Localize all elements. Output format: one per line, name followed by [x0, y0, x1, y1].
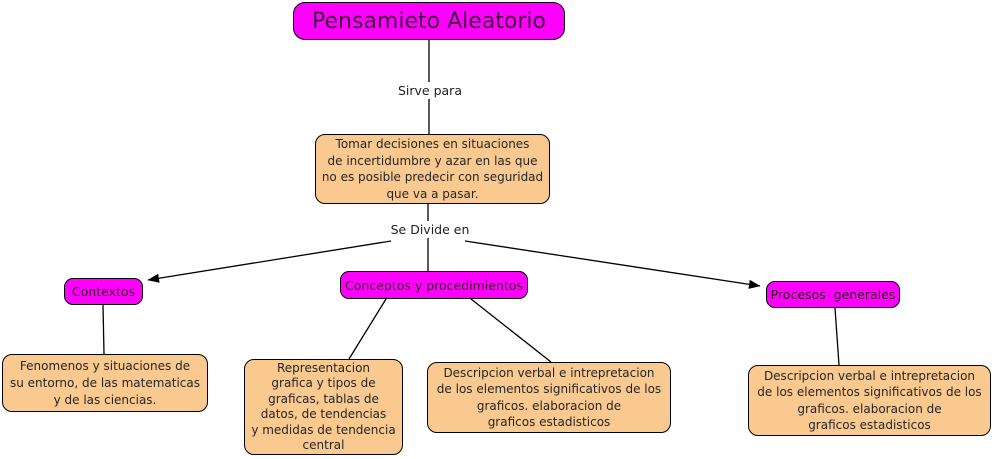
concept-node-representacion-grafica[interactable]: Representacion grafica y tipos de grafic…	[244, 359, 403, 455]
edge-procesos-to-descripcion	[834, 307, 840, 366]
linking-phrase-se-divide-en[interactable]: Se Divide en	[381, 221, 479, 238]
edge-contextos-to-fenomenos	[102, 304, 105, 355]
concept-node-title[interactable]: Pensamieto Aleatorio	[293, 2, 565, 40]
linking-phrase-sirve-para[interactable]: Sirve para	[392, 82, 468, 99]
concept-node-descripcion-conceptos[interactable]: Descripcion verbal e intrepretacion de l…	[427, 362, 671, 433]
concept-node-descripcion-procesos[interactable]: Descripcion verbal e intrepretacion de l…	[748, 365, 991, 436]
edge-conceptos-to-descripcion	[470, 298, 552, 363]
concept-node-contextos[interactable]: Contextos	[64, 278, 143, 305]
concept-node-procesos-generales[interactable]: Procesos generales	[766, 281, 900, 308]
edge-conceptos-to-representacion	[348, 298, 387, 360]
concept-node-fenomenos[interactable]: Fenomenos y situaciones de su entorno, d…	[2, 354, 208, 412]
concept-node-conceptos-y-procedimientos[interactable]: Conceptos y procedimientos	[340, 271, 528, 299]
concept-node-tomar-decisiones[interactable]: Tomar decisiones en situaciones de incer…	[315, 134, 550, 204]
